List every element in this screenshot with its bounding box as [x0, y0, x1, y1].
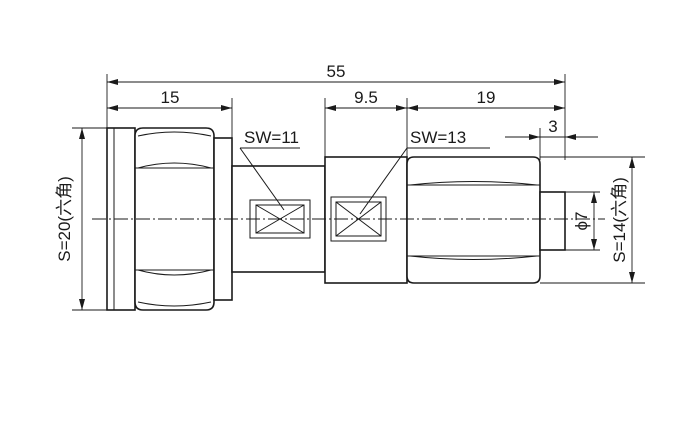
pin-tip [539, 191, 566, 251]
right-body-length-label: 19 [477, 88, 496, 107]
middle-length-label: 9.5 [354, 88, 378, 107]
sw11-label: SW=11 [244, 128, 299, 147]
pin-diameter-label: ϕ7 [572, 212, 591, 231]
leader-lines [239, 147, 490, 215]
left-hex-size-label: S=20(六角) [55, 176, 74, 262]
extension-lines [72, 74, 645, 311]
right-hex-size-label: S=14(六角) [610, 177, 629, 263]
sw13-label: SW=13 [410, 128, 466, 147]
dimension-lines [79, 79, 635, 310]
right-hex-body [406, 156, 541, 284]
middle-hex [324, 156, 408, 284]
pin-length-label: 3 [548, 117, 557, 136]
left-hex-length-label: 15 [161, 88, 180, 107]
left-hex-nut [134, 127, 215, 311]
overall-length-label: 55 [327, 62, 346, 81]
